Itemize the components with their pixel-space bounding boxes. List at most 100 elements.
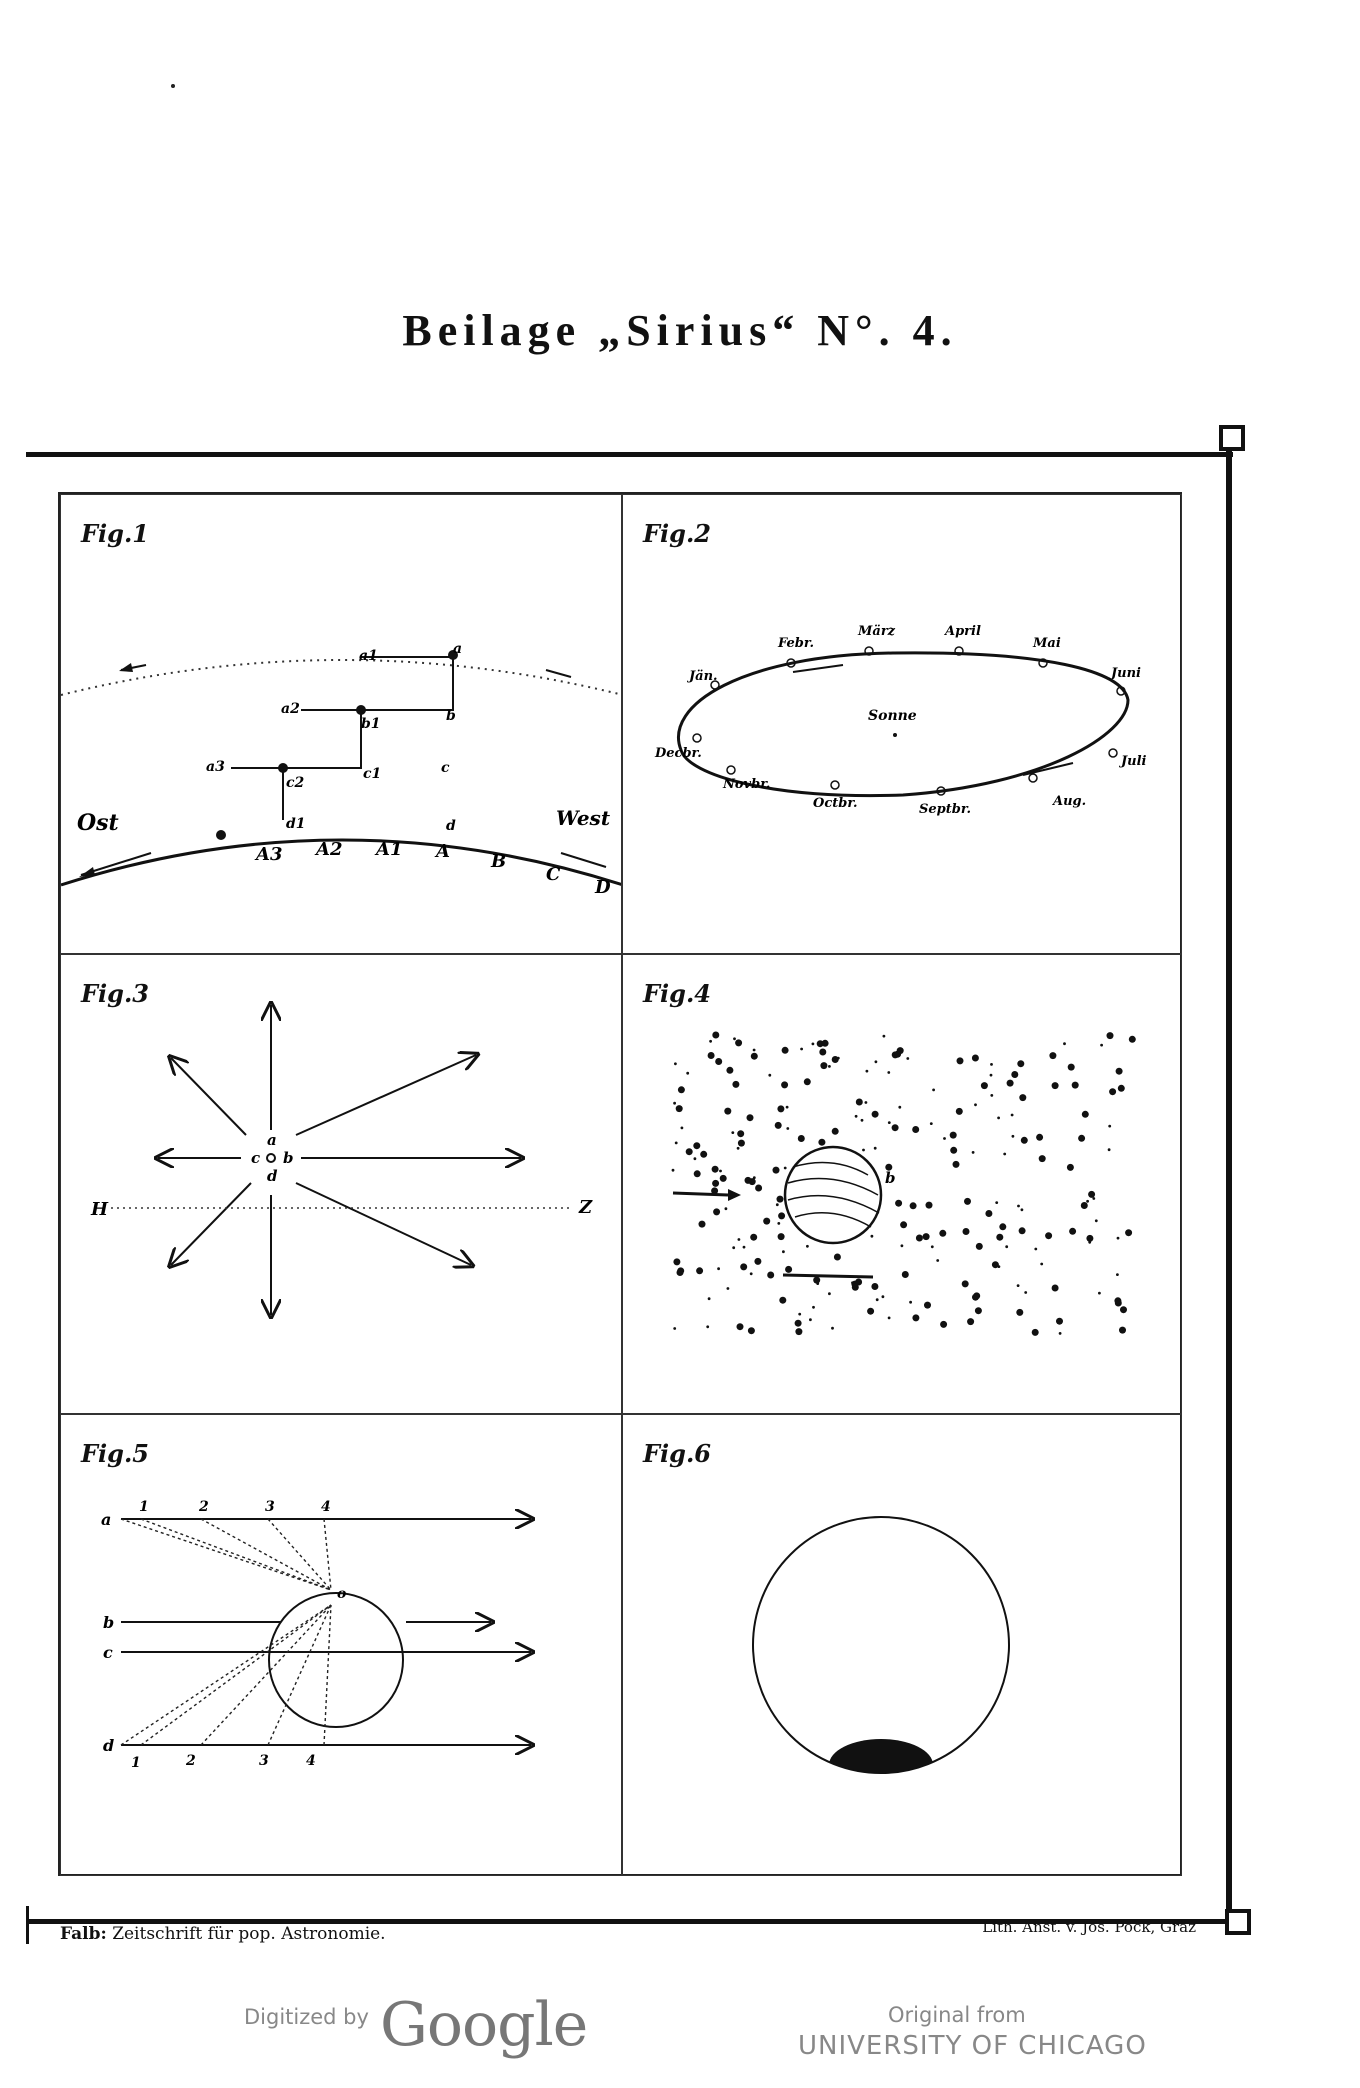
label-h: H bbox=[90, 1199, 109, 1220]
star-dot bbox=[909, 1202, 917, 1210]
star-dot bbox=[1017, 1204, 1020, 1208]
star-dot bbox=[1005, 1245, 1009, 1249]
star-dot bbox=[777, 1233, 785, 1241]
star-dot bbox=[736, 1323, 744, 1331]
star-dot bbox=[980, 1082, 988, 1090]
star-dot bbox=[671, 1168, 675, 1172]
row-label-a: a bbox=[101, 1510, 111, 1529]
star-dot bbox=[1020, 1208, 1024, 1212]
star-dot bbox=[1116, 1273, 1119, 1276]
star-dot bbox=[674, 1141, 678, 1145]
star-dot bbox=[818, 1138, 826, 1146]
ground-label-B: B bbox=[490, 851, 506, 872]
star-dot bbox=[1119, 1326, 1126, 1334]
label-b: b bbox=[885, 1169, 896, 1187]
star-dot bbox=[922, 1233, 930, 1241]
star-dot bbox=[1094, 1219, 1098, 1223]
frame-corner-square-top bbox=[1219, 425, 1245, 451]
star-dot bbox=[819, 1048, 827, 1056]
star-dot bbox=[674, 1062, 677, 1066]
star-dot bbox=[707, 1052, 715, 1059]
star-dot bbox=[1058, 1332, 1062, 1335]
star-dot bbox=[820, 1062, 828, 1070]
label-c2: c2 bbox=[286, 775, 305, 791]
star-dot bbox=[767, 1271, 775, 1279]
frame-right-rule bbox=[1226, 430, 1232, 1932]
star-dot bbox=[732, 1246, 736, 1250]
star-dot bbox=[794, 1319, 802, 1327]
star-dot bbox=[744, 1176, 752, 1184]
label-a3: a3 bbox=[206, 759, 225, 775]
star-dot bbox=[999, 1223, 1007, 1231]
star-dot bbox=[833, 1253, 841, 1261]
label-ost: Ost bbox=[77, 810, 119, 836]
star-dot bbox=[1086, 1199, 1089, 1203]
star-dot bbox=[786, 1127, 790, 1130]
figure-5-label: Fig.5 bbox=[81, 1439, 149, 1468]
star-dot bbox=[990, 1094, 994, 1097]
ground-label-C: C bbox=[546, 864, 561, 885]
star-dot bbox=[1078, 1134, 1086, 1142]
star-dot bbox=[1117, 1084, 1125, 1092]
top-number-1: 1 bbox=[139, 1499, 149, 1515]
month-april: April bbox=[943, 624, 981, 639]
star-dot bbox=[785, 1265, 793, 1273]
frame-left-tick bbox=[26, 1906, 29, 1944]
star-dot bbox=[700, 1150, 708, 1158]
star-dot bbox=[783, 1166, 787, 1170]
figure-4-diagram: b bbox=[671, 1031, 1136, 1336]
figure-4-label: Fig.4 bbox=[643, 979, 711, 1008]
star-dot bbox=[785, 1105, 789, 1109]
star-dot bbox=[887, 1071, 891, 1074]
star-dot bbox=[717, 1267, 720, 1271]
label-d: d bbox=[267, 1167, 278, 1185]
star-dot bbox=[832, 1057, 836, 1061]
star-dot bbox=[1011, 1071, 1019, 1078]
star-dot bbox=[797, 1135, 805, 1142]
star-dot bbox=[715, 1058, 723, 1065]
star-dot bbox=[772, 1166, 780, 1174]
original-from-text: Original from bbox=[888, 2003, 1026, 2027]
star-dot bbox=[712, 1031, 720, 1039]
star-dot bbox=[1036, 1133, 1044, 1141]
star-dot bbox=[1069, 1227, 1077, 1235]
star-dot bbox=[943, 1137, 946, 1140]
star-dot bbox=[974, 1103, 977, 1107]
star-dot bbox=[740, 1263, 748, 1271]
star-dot bbox=[711, 1165, 719, 1173]
month-sept: Septbr. bbox=[919, 802, 971, 817]
bottom-number-3: 3 bbox=[259, 1753, 269, 1769]
star-dot bbox=[973, 1292, 981, 1300]
star-dot bbox=[693, 1170, 701, 1178]
star-dot bbox=[724, 1207, 728, 1211]
label-b: b bbox=[446, 708, 456, 724]
month-feb: Febr. bbox=[777, 636, 814, 651]
star-dot bbox=[707, 1297, 711, 1301]
month-maerz: März bbox=[857, 624, 896, 639]
institution-text: UNIVERSITY OF CHICAGO bbox=[798, 2031, 1147, 2061]
star-dot bbox=[749, 1272, 753, 1276]
star-dot bbox=[949, 1131, 957, 1139]
star-dot bbox=[1106, 1032, 1114, 1040]
star-dot bbox=[936, 1259, 940, 1262]
figure-5-diagram: a b c d 1 2 3 4 1 2 3 4 o bbox=[101, 1499, 622, 1771]
star-dot bbox=[782, 1250, 785, 1254]
figure-3-panel: a b c d H Z Fig.3 bbox=[60, 954, 622, 1414]
star-dot bbox=[1034, 1247, 1038, 1251]
star-dot bbox=[737, 1238, 741, 1241]
star-dot bbox=[750, 1233, 758, 1241]
star-dot bbox=[971, 1151, 975, 1154]
star-dot bbox=[924, 1301, 931, 1309]
star-dot bbox=[1045, 1232, 1053, 1240]
row-label-c: c bbox=[103, 1643, 113, 1662]
figure-5-panel: a b c d 1 2 3 4 1 2 3 4 o Fig.5 bbox=[60, 1414, 622, 1876]
ground-label-A1: A1 bbox=[374, 839, 403, 860]
star-dot bbox=[828, 1065, 831, 1068]
star-dot bbox=[974, 1307, 982, 1315]
star-dot bbox=[1011, 1134, 1015, 1138]
star-dot bbox=[798, 1312, 802, 1316]
top-number-4: 4 bbox=[321, 1499, 331, 1515]
star-dot bbox=[997, 1116, 1000, 1120]
star-dot bbox=[864, 1101, 868, 1104]
star-dot bbox=[898, 1105, 902, 1109]
